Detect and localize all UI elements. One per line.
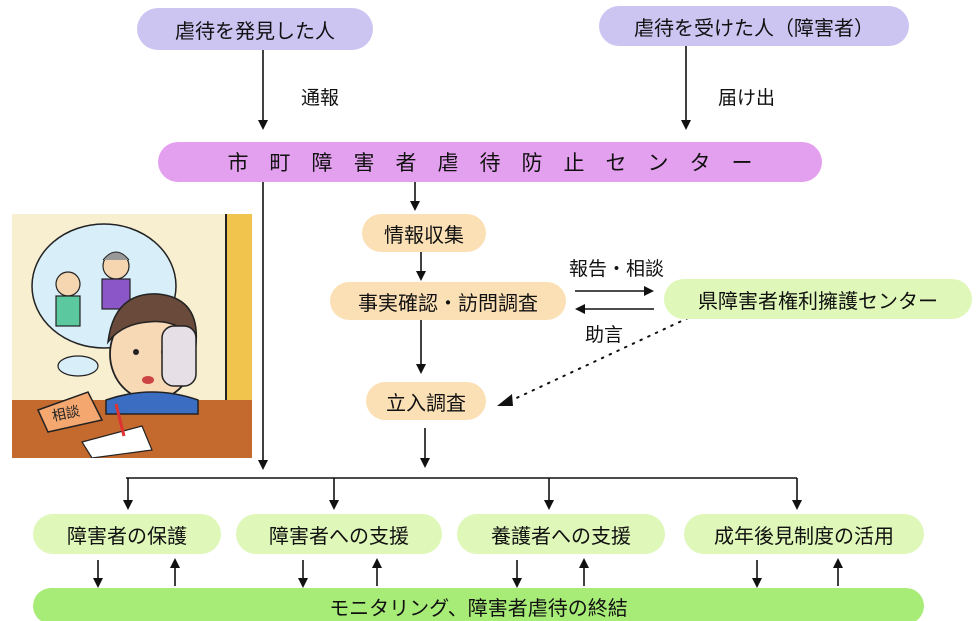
fact-confirmation-node: 事実確認・訪問調査 (330, 282, 566, 320)
edge-label-report-consult: 報告・相談 (569, 258, 665, 280)
edge-label-report: 通報 (301, 87, 340, 109)
edge-label-notify: 届け出 (718, 87, 776, 109)
outcome-protection-node: 障害者の保護 (33, 514, 221, 554)
monitoring-closure-node: モニタリング、障害者虐待の終結 (33, 588, 924, 621)
prefecture-center-node: 県障害者権利擁護センター (664, 279, 972, 319)
outcome-support-caregiver-node: 養護者への支援 (457, 514, 665, 554)
info-collection-node: 情報収集 (362, 214, 486, 252)
municipal-center-node: 市町障害者虐待防止センター (158, 142, 822, 182)
consultation-phone-illustration: 相談 (12, 214, 252, 458)
outcome-guardianship-node: 成年後見制度の活用 (684, 514, 924, 554)
sign-text: 相談 (51, 403, 82, 424)
discoverer-node: 虐待を発見した人 (137, 8, 373, 50)
municipal-center-title: 市町障害者虐待防止センター (227, 151, 774, 175)
outcome-support-disabled-node: 障害者への支援 (236, 514, 442, 554)
victim-node: 虐待を受けた人（障害者） (599, 6, 909, 46)
dotted-line-prefecture-to-inspection (507, 317, 689, 403)
on-site-inspection-node: 立入調査 (366, 382, 486, 420)
edge-label-advice: 助言 (585, 324, 624, 346)
